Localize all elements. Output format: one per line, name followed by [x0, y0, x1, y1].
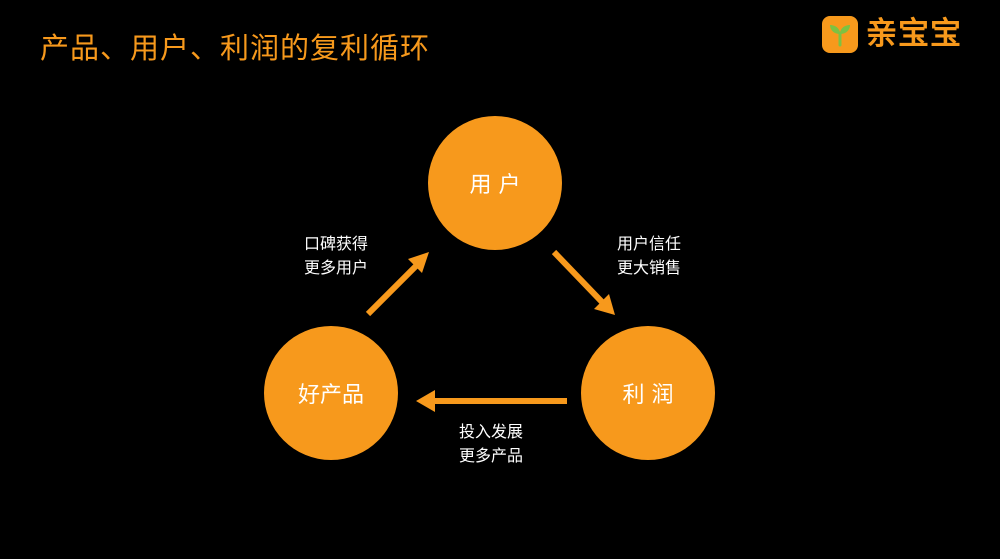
edge-label-profit-to-product: 投入发展 更多产品 [446, 420, 536, 468]
node-profit: 利 润 [581, 326, 715, 460]
brand-name: 亲宝宝 [866, 16, 962, 52]
node-user: 用 户 [428, 116, 562, 250]
brand-logo: 亲宝宝 [822, 14, 962, 54]
node-label-product: 好产品 [297, 383, 364, 408]
edge-label-line: 更多产品 [458, 446, 523, 465]
edge-label-product-to-user: 口碑获得 更多用户 [291, 232, 381, 280]
edge-label-line: 口碑获得 [303, 234, 368, 253]
slide-title: 产品、用户、利润的复利循环 [40, 31, 431, 65]
arrow-product-to-user [365, 252, 429, 317]
edge-label-line: 用户信任 [616, 234, 681, 253]
node-label-profit: 利 润 [622, 383, 674, 408]
arrow-profit-to-product [416, 390, 567, 412]
node-label-user: 用 户 [469, 173, 521, 198]
sprout-icon [822, 15, 858, 53]
arrow-user-to-profit [551, 249, 615, 315]
edge-label-line: 更多用户 [303, 258, 368, 277]
edge-label-user-to-profit: 用户信任 更大销售 [604, 232, 694, 280]
edge-label-line: 更大销售 [616, 258, 681, 277]
node-product: 好产品 [264, 326, 398, 460]
edge-label-line: 投入发展 [458, 422, 523, 441]
